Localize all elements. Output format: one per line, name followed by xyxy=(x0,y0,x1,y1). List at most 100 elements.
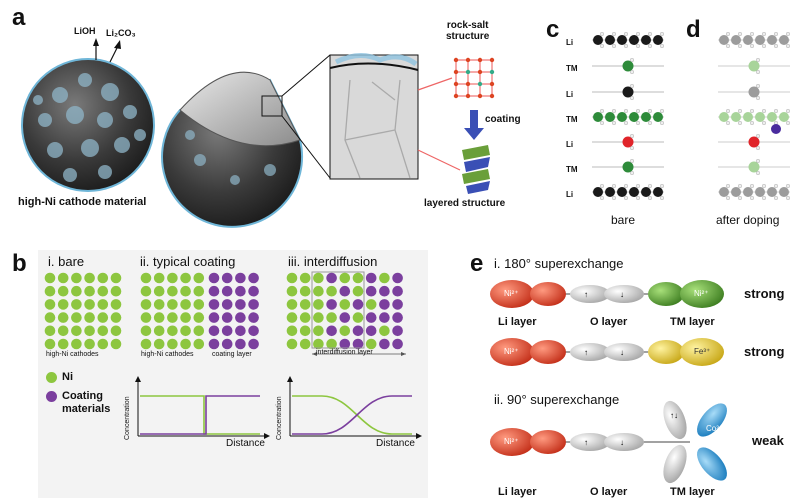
layer-label: Li layer xyxy=(498,486,537,498)
lattice-dot xyxy=(221,312,233,323)
panel-d-caption: after doping xyxy=(716,213,780,227)
atom xyxy=(767,35,777,45)
lattice-dot xyxy=(84,285,95,297)
oxygen-atom xyxy=(636,44,641,49)
panel-b-title-bare: i. bare xyxy=(48,254,85,269)
orbital-row-2: ↑↓ xyxy=(490,338,724,366)
atom xyxy=(731,187,741,197)
lattice-dot xyxy=(235,325,246,337)
atom xyxy=(593,112,603,122)
lattice-dot xyxy=(44,312,56,323)
lattice-dot xyxy=(365,312,377,323)
ion-label: Ni²⁺ xyxy=(504,437,519,446)
oxygen-atom xyxy=(659,108,664,113)
lattice-dot xyxy=(167,299,178,310)
atom xyxy=(653,35,663,45)
lattice-dot xyxy=(84,272,95,284)
oxygen-atom xyxy=(725,108,730,113)
lattice-dot xyxy=(365,272,377,284)
lattice-dot xyxy=(379,299,390,310)
legend-ni-label: Ni xyxy=(62,371,73,383)
xlabel-plot-ii: Distance xyxy=(226,438,265,449)
legend-coating-label: Coating materials xyxy=(62,390,111,415)
lattice-dot xyxy=(313,285,324,297)
oxygen-atom xyxy=(774,108,779,113)
oxygen-atom xyxy=(738,108,743,113)
layered-structure xyxy=(462,145,490,194)
atom xyxy=(748,86,760,98)
row-label: TM xyxy=(566,165,578,174)
atom xyxy=(641,187,651,197)
oxygen-atom xyxy=(630,158,635,163)
oxygen-atom xyxy=(738,183,743,188)
lattice-dot xyxy=(352,285,364,297)
layer-label: O layer xyxy=(590,316,628,328)
panel-c-label: c xyxy=(546,16,560,43)
lattice-dot xyxy=(339,312,351,323)
lattice-dot xyxy=(193,325,205,337)
section-180-title: i. 180° superexchange xyxy=(494,256,624,271)
oxygen-atom xyxy=(750,183,755,188)
lattice-dot xyxy=(339,338,351,350)
oxygen-atom xyxy=(659,195,664,200)
lattice-dot xyxy=(392,325,403,337)
lattice-dot xyxy=(193,285,205,297)
lattice-dot xyxy=(97,338,109,350)
atom xyxy=(755,35,765,45)
label-high-ni-1: high-Ni cathodes xyxy=(46,351,99,358)
lattice-dot xyxy=(248,272,259,284)
layer-label: TM layer xyxy=(670,316,715,328)
lattice-dot xyxy=(326,325,337,337)
lattice-dot xyxy=(221,285,233,297)
coating-curve xyxy=(292,395,412,435)
lattice-dot xyxy=(97,285,109,297)
lattice-dot xyxy=(180,312,191,323)
ylabel-plot-ii: Concentration xyxy=(124,396,131,440)
lattice-dot xyxy=(57,312,69,323)
cut-sphere xyxy=(161,71,303,228)
oxygen-atom xyxy=(756,84,761,89)
panel-b-title-interdiffusion: iii. interdiffusion xyxy=(288,254,378,269)
lattice-dot xyxy=(392,338,403,350)
atom xyxy=(629,187,639,197)
lattice-dot xyxy=(392,285,403,297)
cathode-sphere xyxy=(21,58,155,192)
atom xyxy=(743,35,753,45)
oxygen-atom xyxy=(648,108,653,113)
interdiffusion-box xyxy=(311,271,365,349)
oxygen-atom xyxy=(612,44,617,49)
atom xyxy=(755,187,765,197)
lattice-dot xyxy=(140,299,152,310)
panel-e-label: e xyxy=(470,250,484,277)
lattice-dot xyxy=(286,272,298,284)
section-90-title: ii. 90° superexchange xyxy=(494,392,620,407)
oxygen-atom xyxy=(648,44,653,49)
lattice-dot xyxy=(235,312,246,323)
lattice-dot xyxy=(235,299,246,310)
oxygen-atom xyxy=(636,31,641,36)
oxygen-atom xyxy=(636,183,641,188)
oxygen-atom xyxy=(659,31,664,36)
oxygen-atom xyxy=(630,70,635,75)
lattice-dot xyxy=(235,272,246,284)
ion-label: Ni²⁺ xyxy=(504,289,519,298)
oxygen-atom xyxy=(612,120,617,125)
lattice-dot xyxy=(71,272,82,284)
lattice-dot xyxy=(221,299,233,310)
lattice-dot xyxy=(84,299,95,310)
oxygen-atom xyxy=(785,31,790,36)
atom xyxy=(653,112,663,122)
label-interdiffusion-layer: interdiffusion layer xyxy=(316,349,373,356)
oxygen-atom xyxy=(630,95,635,100)
panel-a-graphic xyxy=(21,38,495,228)
rock-salt-lattice xyxy=(453,57,495,99)
oxygen-atom xyxy=(725,31,730,36)
lattice-dot xyxy=(193,272,205,284)
atom xyxy=(731,112,741,122)
lattice-dot xyxy=(44,285,56,297)
row-label: TM xyxy=(566,64,578,73)
oxygen-atom xyxy=(750,195,755,200)
oxygen-atom xyxy=(659,44,664,49)
atom xyxy=(641,112,651,122)
lattice-dot xyxy=(180,338,191,350)
